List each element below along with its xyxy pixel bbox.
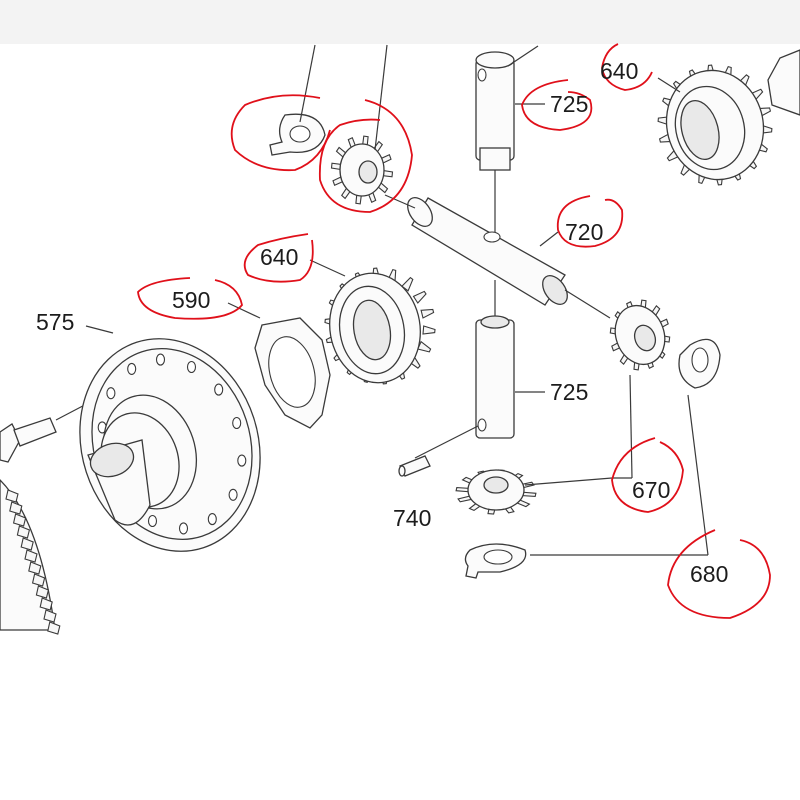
ring-gear-tooth bbox=[5, 489, 19, 503]
ring-gear-tooth bbox=[28, 561, 42, 575]
side-gear-tooth bbox=[422, 325, 436, 335]
case-bolt-hole bbox=[155, 353, 166, 366]
side-gear-tooth bbox=[412, 290, 427, 304]
pinion-gear-bottom bbox=[455, 469, 537, 515]
callout-590: 590 bbox=[172, 287, 210, 313]
ring-gear-tooth bbox=[20, 537, 34, 551]
ring-gear-tooth bbox=[39, 597, 53, 611]
side-gear-tooth bbox=[401, 276, 414, 292]
callout-640-left: 640 bbox=[260, 244, 298, 270]
roll-pin-740 bbox=[398, 455, 431, 477]
case-bolt-hole bbox=[228, 488, 238, 501]
pin-725-top bbox=[475, 51, 515, 232]
side-gear-640-right bbox=[657, 64, 773, 186]
callout-740: 740 bbox=[393, 505, 431, 531]
ring-gear-tooth bbox=[9, 501, 23, 515]
callout-640-right: 640 bbox=[600, 58, 638, 84]
callout-720: 720 bbox=[565, 219, 603, 245]
case-bolt-hole bbox=[147, 514, 158, 528]
callout-725-top: 725 bbox=[550, 91, 588, 117]
pinion-washer-upper bbox=[269, 113, 326, 156]
callout-670: 670 bbox=[632, 477, 670, 503]
pin-725-mid bbox=[475, 280, 515, 439]
leader-lines bbox=[85, 44, 709, 556]
case-bolt-hole bbox=[106, 387, 116, 400]
ring-gear bbox=[0, 479, 61, 635]
case-bolt-hole bbox=[232, 416, 242, 430]
ring-gear-tooth bbox=[35, 585, 50, 599]
ring-gear-tooth bbox=[31, 573, 46, 587]
ring-gear-tooth bbox=[47, 621, 61, 635]
side-gear-640-left bbox=[324, 267, 436, 385]
callout-680: 680 bbox=[690, 561, 728, 587]
case-bolt-hole bbox=[178, 522, 189, 535]
ring-gear-tooth bbox=[12, 513, 27, 527]
edge-gear bbox=[767, 49, 800, 116]
ring-gear-tooth bbox=[43, 609, 57, 623]
ring-gear-tooth bbox=[16, 525, 31, 539]
cross-shaft-720 bbox=[407, 197, 568, 306]
pinion-gear-upper bbox=[330, 135, 394, 205]
case-bolt-hole bbox=[237, 454, 247, 467]
case-bolt-hole bbox=[214, 383, 224, 396]
red-annotations bbox=[137, 43, 771, 619]
ring-gear-tooth bbox=[24, 549, 38, 563]
callout-labels: 575 590 640 640 725 720 725 740 670 680 bbox=[36, 58, 728, 587]
pinion-washer-right bbox=[678, 338, 721, 389]
pinion-washer-bottom bbox=[464, 543, 527, 579]
callout-575: 575 bbox=[36, 309, 74, 335]
case-bolt-hole bbox=[207, 513, 217, 526]
case-bolt-hole bbox=[127, 362, 137, 375]
side-gear-tooth bbox=[420, 308, 435, 319]
callout-725-mid: 725 bbox=[550, 379, 588, 405]
case-bolt-hole bbox=[186, 360, 197, 374]
pinion-gear-right bbox=[609, 299, 671, 371]
differential-case-575 bbox=[79, 338, 261, 552]
top-bar bbox=[0, 0, 800, 44]
thrust-washer-590 bbox=[254, 317, 331, 429]
